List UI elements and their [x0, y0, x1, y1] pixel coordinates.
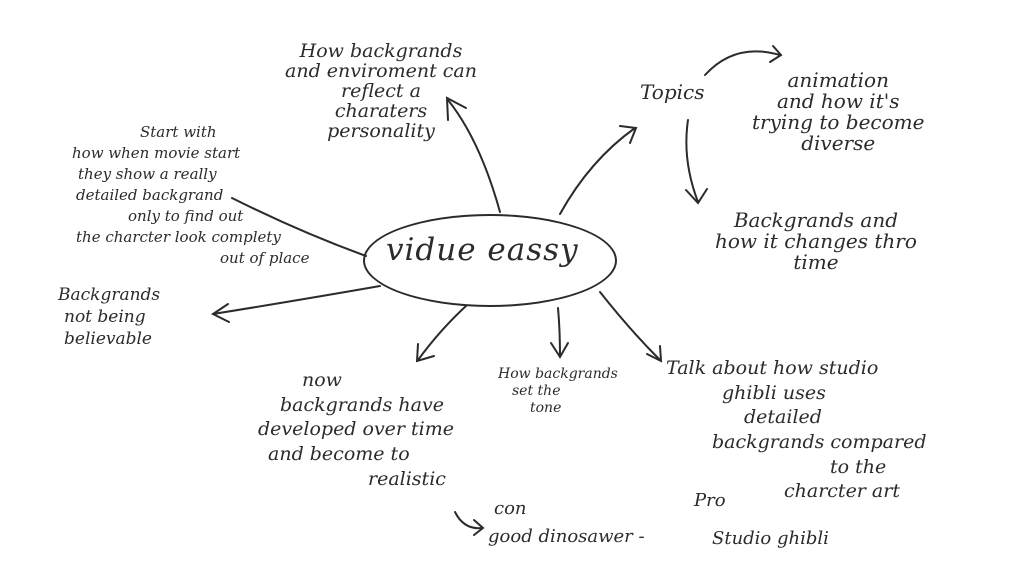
- arrowhead-not-believable: [211, 303, 230, 323]
- note-line: charcter art: [784, 480, 900, 503]
- note-line: charaters: [334, 99, 428, 122]
- note-line: reflect a: [341, 79, 421, 102]
- note-line: time: [793, 250, 839, 274]
- arrowhead-ghibli: [646, 345, 663, 363]
- note-line: detailed: [744, 406, 822, 429]
- arrow-to-con: [454, 511, 483, 530]
- note-developed: now backgrands have developed over time …: [258, 368, 454, 491]
- arrow-to-start-with: [231, 197, 367, 257]
- note-con-value: good dinosawer -: [488, 526, 645, 547]
- note-line: Backgrands: [58, 285, 161, 305]
- arrowhead-animation: [769, 45, 783, 63]
- note-topics: Topics: [640, 80, 705, 104]
- note-line: the charcter look complety: [76, 228, 281, 246]
- note-line: developed over time: [258, 418, 455, 441]
- arrow-to-set-tone: [557, 307, 561, 357]
- arrow-to-not-believable: [212, 285, 381, 315]
- note-pro-label: Pro: [694, 490, 726, 511]
- note-line: realistic: [368, 467, 446, 490]
- arrowhead-time: [685, 188, 708, 205]
- note-line: believable: [64, 329, 152, 350]
- note-line: now: [302, 369, 342, 391]
- note-ghibli: Talk about how studio ghibli uses detail…: [666, 356, 926, 504]
- note-line: and enviroment can: [285, 59, 477, 82]
- note-line: ghibli uses: [722, 381, 826, 404]
- note-con-label: con: [494, 498, 527, 519]
- note-line: personality: [327, 119, 435, 142]
- note-animation: animation and how it's trying to become …: [752, 70, 924, 154]
- arrow-topics-time: [685, 119, 699, 203]
- note-line: Talk about how studio: [666, 357, 879, 379]
- arrow-to-ghibli: [599, 291, 661, 361]
- arrowhead-environment: [445, 96, 467, 121]
- note-line: and become to: [268, 443, 410, 466]
- note-pro-value: Studio ghibli: [712, 528, 829, 549]
- note-line: they show a really: [78, 165, 217, 183]
- note-backgrounds-time: Backgrands and how it changes thro time: [715, 210, 917, 273]
- note-line: Backgrands and: [733, 208, 898, 232]
- arrow-to-environment: [447, 99, 501, 213]
- note-line: trying to become: [752, 110, 925, 134]
- center-topic-label: vidue eassy: [386, 232, 579, 268]
- note-line: and how it's: [776, 89, 900, 113]
- note-line: How backgrands: [299, 40, 463, 62]
- note-line: backgrands compared: [712, 431, 927, 454]
- note-line: how when movie start: [72, 144, 241, 162]
- arrow-topics-animation: [704, 50, 781, 76]
- note-line: Start with: [140, 123, 217, 141]
- note-line: not being: [64, 307, 146, 328]
- note-line: how it changes thro: [715, 229, 917, 253]
- note-line: backgrands have: [280, 393, 444, 416]
- note-line: diverse: [801, 131, 876, 155]
- note-line: out of place: [220, 249, 310, 267]
- note-line: set the: [512, 382, 561, 399]
- arrowhead-topics: [619, 125, 638, 144]
- note-not-believable: Backgrands not being believable: [58, 284, 160, 350]
- arrowhead-con: [473, 519, 485, 536]
- center-oval: [363, 214, 617, 307]
- arrow-to-topics: [559, 127, 636, 215]
- arrow-to-developed: [417, 305, 467, 361]
- arrowhead-developed: [415, 343, 435, 363]
- note-line: How backgrands: [498, 366, 618, 382]
- note-backgrounds-environment: How backgrands and enviroment can reflec…: [285, 40, 477, 142]
- note-line: only to find out: [128, 207, 244, 225]
- note-set-tone: How backgrands set the tone: [498, 366, 618, 416]
- note-line: animation: [787, 68, 889, 92]
- note-line: detailed backgrand: [76, 186, 224, 204]
- note-line: tone: [530, 399, 562, 416]
- arrowhead-set-tone: [550, 342, 569, 359]
- note-start-with: Start with how when movie start they sho…: [72, 122, 309, 269]
- note-line: to the: [830, 455, 887, 478]
